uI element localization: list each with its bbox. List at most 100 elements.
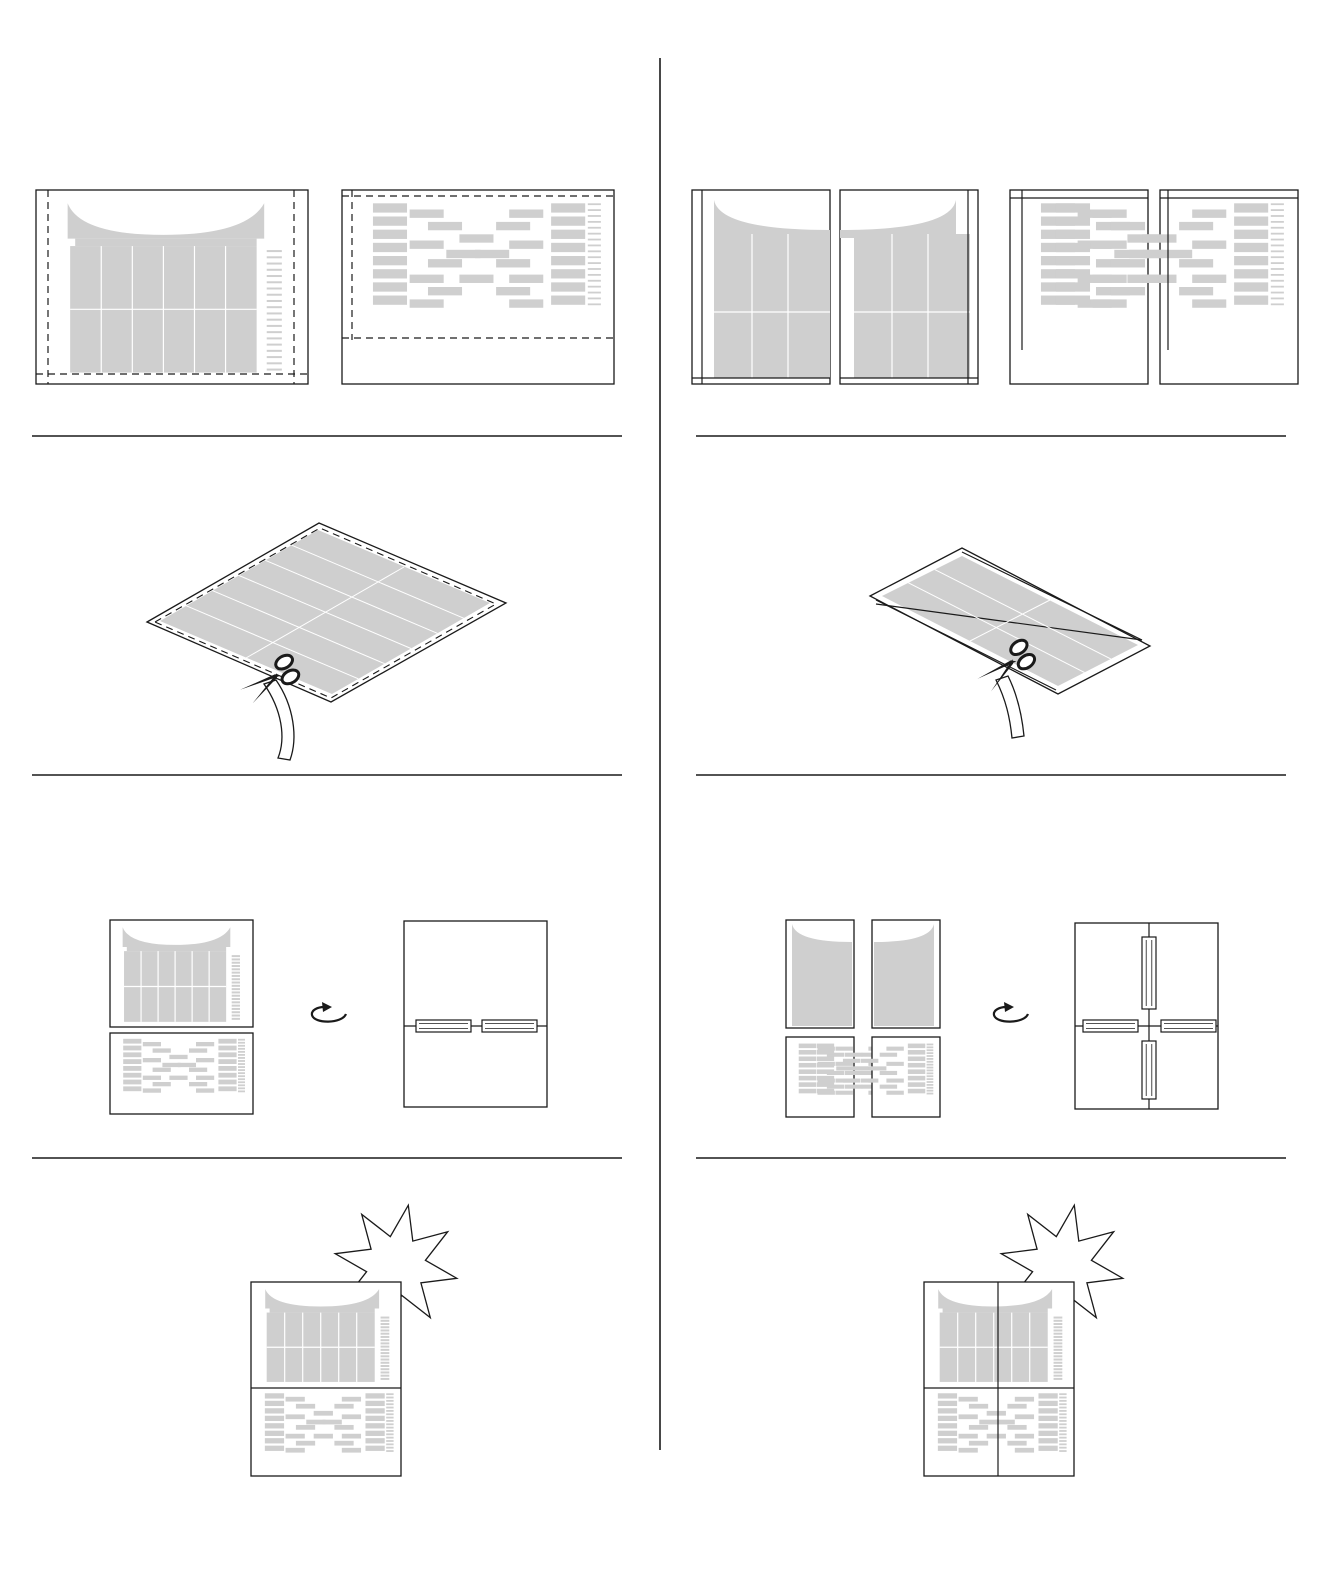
bracket-box [1092,209,1127,218]
bracket-box [264,1393,285,1399]
roof-shape [122,927,231,947]
bracket-box [1179,259,1214,268]
side-mark [231,1011,240,1014]
bracket-box [798,1069,817,1074]
bracket-box [817,1046,835,1051]
bracket-box [509,274,544,283]
bracket-box [459,234,494,243]
scissors-icon [977,638,1037,692]
side-mark [266,256,282,259]
four-sheet-layout [691,189,1299,1477]
sheet-art [122,927,240,1022]
side-mark [926,1072,934,1075]
bracket-box [958,1433,978,1439]
side-mark [380,1368,390,1371]
side-mark [1059,1450,1067,1452]
bracket-box [196,1058,215,1063]
side-mark [238,1081,245,1084]
bracket-box [842,1058,861,1063]
bracket-box [152,1067,171,1072]
bracket-box [372,295,408,305]
sheet-art [714,200,830,378]
side-mark [926,1043,934,1046]
side-mark [231,965,240,968]
sheet-1 [691,189,831,385]
bracket-box [1129,249,1164,259]
bracket-box [937,1415,958,1421]
rotate-arrow-curve [992,1005,1030,1023]
trimmed-strip-icon [995,675,1025,739]
schedule-sheet-icon [265,1289,390,1382]
bracket-box [551,282,586,292]
side-mark [266,337,282,340]
side-mark [587,215,601,217]
bracket-box [860,1058,879,1063]
step-2-panel [145,522,508,761]
step-2-panel [868,547,1152,739]
bracket-box [1158,249,1193,259]
tape-piece [1082,1019,1139,1033]
bracket-box [836,1066,854,1071]
sheet-border [403,920,548,1108]
bracket-box [798,1088,817,1094]
side-mark [926,1060,934,1063]
side-mark [1053,1335,1063,1338]
roof-shape [840,200,956,238]
side-mark [380,1348,390,1351]
bracket-box [264,1415,285,1421]
side-mark [380,1371,390,1374]
bracket-box [123,1045,142,1051]
side-mark [266,368,282,371]
bracket-box [937,1408,958,1414]
side-mark [1059,1396,1067,1399]
bracket-box [365,1445,385,1451]
bracket-box [306,1419,326,1425]
bracket-box [968,1440,989,1446]
bracket-box [372,282,408,292]
scissors-handle [1009,638,1029,657]
bracket-box [816,1062,835,1068]
side-mark [1053,1332,1063,1335]
bracket-box [1142,274,1177,283]
side-mark [238,1075,245,1078]
bracket-box [1038,1393,1058,1399]
side-mark [380,1361,390,1364]
side-mark [231,974,240,977]
bracket-box [1038,1445,1058,1451]
bracket-box [816,1088,835,1094]
rotate-arrow-icon [310,1002,348,1023]
side-mark [231,968,240,971]
side-mark [1053,1316,1063,1319]
bracket-box [341,1447,362,1453]
bracket-box [218,1079,237,1085]
bracket-box [907,1056,926,1062]
cut-line [875,599,1057,691]
bracket-box [798,1043,817,1049]
two-sheet-layout [35,189,615,1477]
side-mark [266,293,282,296]
bracket-box [169,1075,188,1080]
bracket-box [365,1400,385,1407]
grid-line [245,566,405,659]
step-3-panel [109,919,548,1115]
bracket-box [341,1433,362,1439]
bracket-box [844,1052,863,1057]
bracket-box [496,221,531,231]
sheet-4 [816,1036,941,1118]
bracket-box [123,1052,142,1058]
bracket-box [409,209,444,218]
bracket-box [854,1066,872,1071]
bracket-box [817,1078,835,1083]
bracket-box [142,1075,161,1080]
side-mark [380,1326,390,1329]
side-mark [380,1365,390,1368]
side-mark [231,1014,240,1017]
bracket-box [835,1061,853,1066]
tape-strip-icon [481,1019,538,1033]
bracket-box [907,1075,926,1081]
bracket-box [1110,221,1146,231]
side-mark [266,250,282,253]
tape-strip-icon [415,1019,472,1033]
bracket-box [295,1403,316,1409]
